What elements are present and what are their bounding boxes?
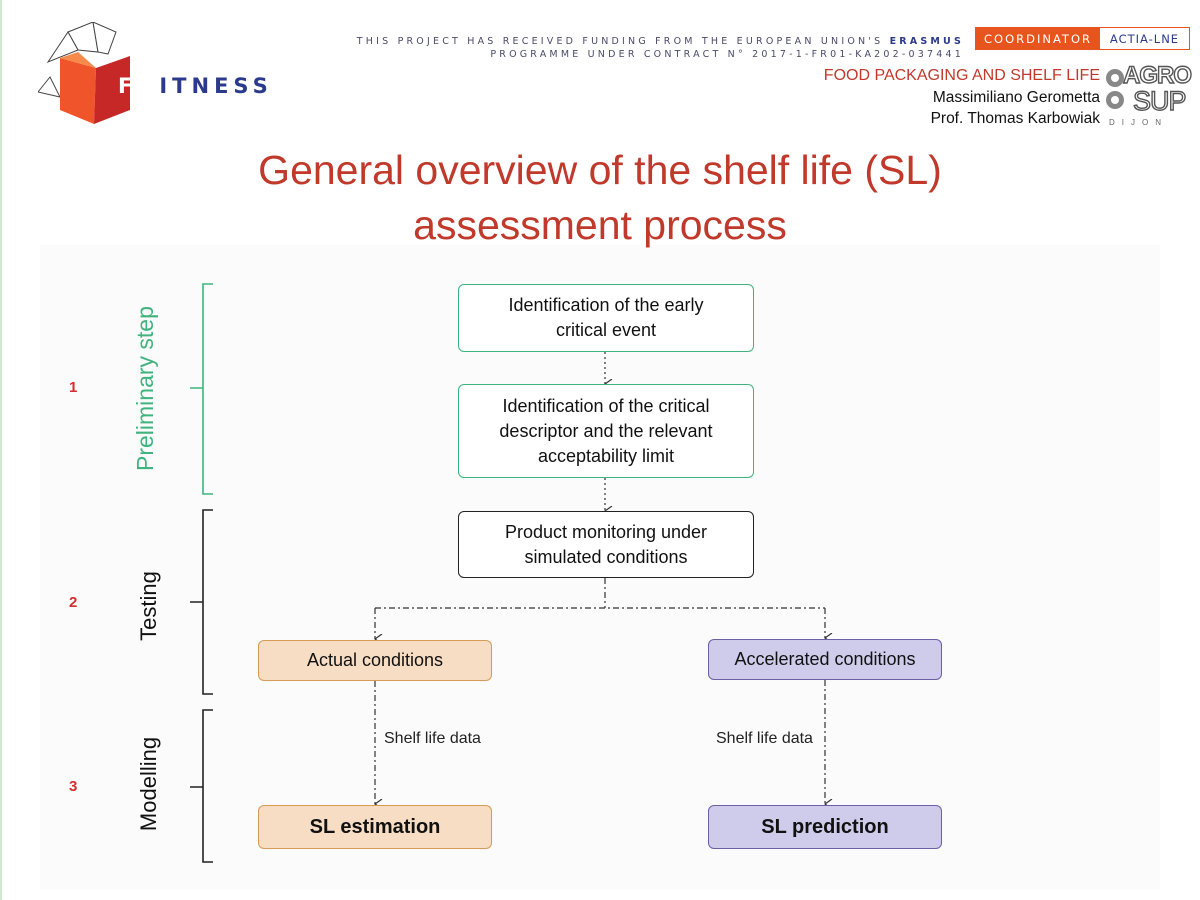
funding-notice: THIS PROJECT HAS RECEIVED FUNDING FROM T… (357, 35, 964, 61)
fitness-logo-icon (38, 22, 130, 124)
edge-label-left: Shelf life data (384, 730, 481, 747)
title-line-2: assessment process (413, 202, 787, 248)
funding-line2: PROGRAMME UNDER CONTRACT N° 2017-1-FR01-… (490, 49, 964, 60)
node-monitoring-line2: simulated conditions (524, 546, 688, 567)
node-sl-estimation: SL estimation (258, 805, 492, 849)
phase-number-2: 2 (69, 594, 78, 611)
slide-title: General overview of the shelf life (SL) … (0, 143, 1200, 253)
logo-wordmark: F ITNESS (118, 74, 273, 98)
agrosup-emblem-icon (1106, 69, 1124, 109)
node-early-line1: Identification of the early (508, 295, 704, 315)
node-sl-prediction: SL prediction (708, 805, 942, 849)
author-1: Massimiliano Gerometta (932, 89, 1100, 106)
agrosup-sup: SUP (1132, 85, 1187, 116)
brace-testing (190, 509, 213, 695)
page-left-border (0, 0, 2, 900)
agrosup-logo: AGRO SUP DIJON (1103, 61, 1193, 128)
author-2: Prof. Thomas Karbowiak (930, 110, 1100, 127)
logo-rest: ITNESS (159, 74, 273, 98)
node-product-monitoring: Product monitoring under simulated condi… (458, 511, 754, 578)
funding-line1: THIS PROJECT HAS RECEIVED FUNDING FROM T… (356, 36, 890, 47)
funding-erasmus: ERASMUS (889, 36, 964, 47)
node-monitoring-line1: Product monitoring under (504, 521, 708, 542)
logo-letter: F (118, 74, 138, 98)
phase-preliminary-label: Preliminary step (132, 306, 158, 471)
node-critical-descriptor: Identification of the critical descripto… (458, 384, 754, 478)
node-descriptor-line3: acceptability limit (537, 445, 675, 466)
node-descriptor-line1: Identification of the critical (502, 395, 710, 416)
node-descriptor-line2: descriptor and the relevant (499, 420, 713, 441)
brace-preliminary (190, 283, 213, 495)
agrosup-agro: AGRO (1122, 61, 1192, 89)
node-actual-conditions: Actual conditions (258, 640, 492, 681)
coordinator-badge: COORDINATOR ACTIA-LNE (975, 27, 1190, 50)
edge-label-right: Shelf life data (716, 730, 813, 747)
coordinator-value: ACTIA-LNE (1109, 31, 1180, 46)
node-early-critical-event: Identification of the early critical eve… (458, 284, 754, 352)
phase-number-1: 1 (69, 379, 78, 396)
course-title: FOOD PACKAGING AND SHELF LIFE (823, 67, 1100, 84)
agrosup-dijon: DIJON (1109, 118, 1168, 127)
coordinator-label: COORDINATOR (976, 28, 1100, 49)
phase-number-3: 3 (69, 778, 78, 795)
title-line-1: General overview of the shelf life (SL) (258, 147, 942, 193)
brace-modelling (190, 709, 213, 863)
node-accelerated-conditions: Accelerated conditions (708, 639, 942, 680)
node-early-line2: critical event (555, 320, 657, 340)
phase-modelling-label: Modelling (136, 736, 161, 832)
phase-testing-label: Testing (136, 571, 161, 641)
